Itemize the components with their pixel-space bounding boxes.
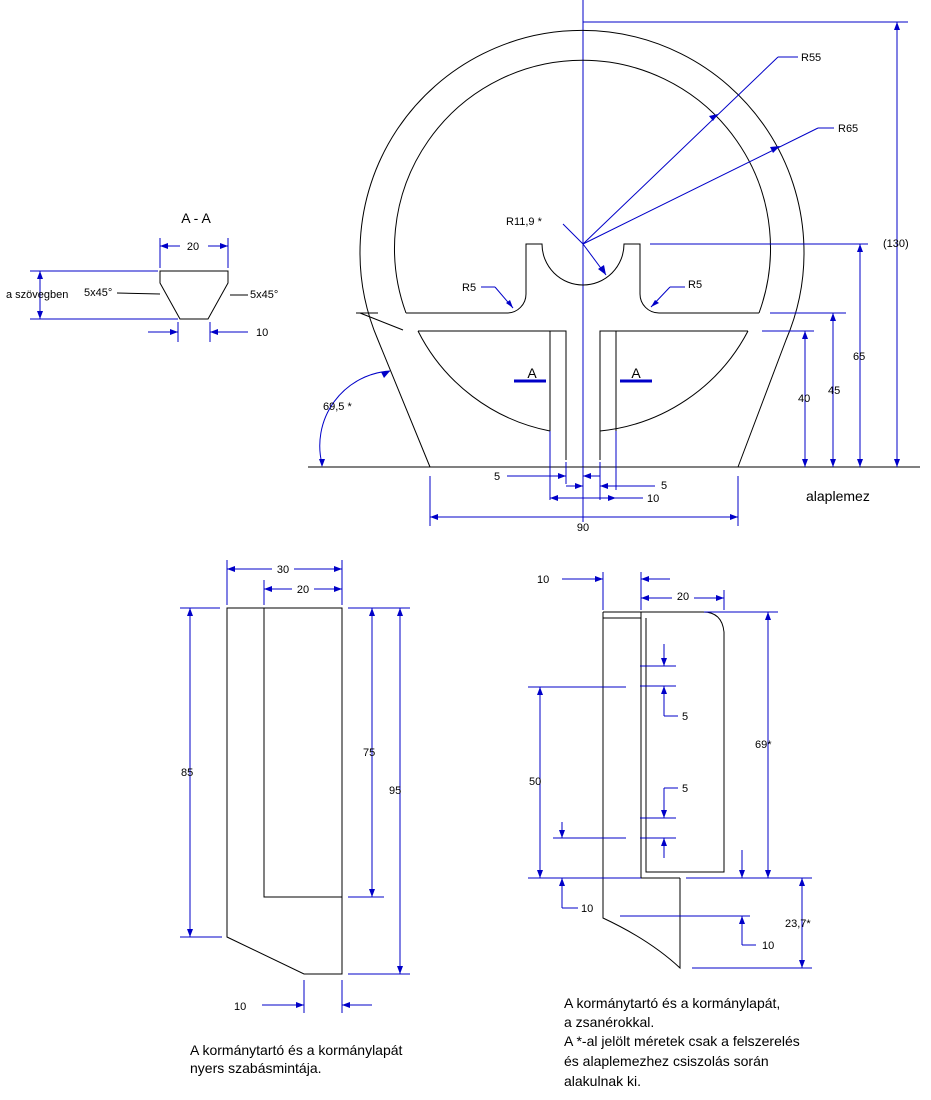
assembly-caption-line3: A *-al jelölt méretek csak a felszerelés — [564, 1033, 800, 1049]
radius-r5-left-label: R5 — [462, 282, 476, 294]
assembly-top-10-label: 10 — [537, 574, 549, 586]
section-title: A - A — [181, 210, 211, 226]
section-width-label: 20 — [187, 241, 199, 253]
dim-5-left-label: 5 — [494, 471, 500, 483]
blank-width-20-label: 20 — [297, 584, 309, 596]
section-mark-right: A — [631, 365, 641, 381]
dim-90-label: 90 — [577, 522, 589, 534]
angle-label: 69,5 * — [323, 401, 352, 413]
height-130-label: (130) — [883, 238, 909, 250]
assembly-caption-line4: és alaplemezhez csiszolás során — [564, 1053, 769, 1069]
blank-width-30-label: 30 — [277, 564, 289, 576]
base-plate-view: A A R55 R65 R11,9 * R5 R5 (130) — [308, 0, 920, 534]
blank-bottom-10-label: 10 — [234, 1001, 246, 1013]
outer-contour — [359, 30, 805, 468]
dim-5-right-label: 5 — [661, 480, 667, 492]
section-view-a-a: A - A 20 5x45° 5x45° a szövegben 10 — [6, 210, 278, 342]
assembly-height-23-label: 23,7* — [785, 918, 811, 930]
base-plate-name: alaplemez — [806, 488, 870, 504]
assembly-bottom-10b-label: 10 — [762, 940, 774, 952]
dim-10-label: 10 — [647, 493, 659, 505]
section-left-chamfer-label: 5x45° — [84, 287, 112, 299]
height-65-label: 65 — [853, 351, 865, 363]
height-45-label: 45 — [828, 385, 840, 397]
assembly-bottom-10a-label: 10 — [581, 903, 593, 915]
assembly-caption-line1: A kormánytartó és a kormánylapát, — [564, 995, 780, 1011]
assembly-caption-line5: alakulnak ki. — [564, 1073, 641, 1089]
assembly-view: 10 20 5 5 69* 50 — [528, 572, 812, 1089]
blank-outline — [226, 607, 343, 975]
radius-r11-label: R11,9 * — [506, 216, 543, 228]
height-40-label: 40 — [798, 393, 810, 405]
assembly-height-69-label: 69* — [755, 739, 772, 751]
assembly-dim-5a-label: 5 — [682, 711, 688, 723]
section-right-chamfer-label: 5x45° — [250, 289, 278, 301]
inner-circle — [394, 59, 771, 314]
blank-pattern-view: 30 20 85 75 95 10 A kormán — [180, 560, 410, 1076]
blank-height-85-label: 85 — [181, 767, 193, 779]
assembly-top-20-label: 20 — [677, 591, 689, 603]
assembly-caption-line2: a zsanérokkal. — [564, 1014, 654, 1030]
blank-height-75-label: 75 — [363, 747, 375, 759]
arm-cutout — [406, 243, 759, 314]
assembly-dim-5b-label: 5 — [682, 783, 688, 795]
radius-r5-right-label: R5 — [688, 279, 702, 291]
blank-caption-line2: nyers szabásmintája. — [190, 1060, 322, 1076]
radius-r65-label: R65 — [838, 123, 858, 135]
section-profile — [159, 270, 229, 320]
assembly-height-50-label: 50 — [529, 776, 541, 788]
blank-caption-line1: A kormánytartó és a kormánylapát — [190, 1042, 403, 1058]
radius-r55-label: R55 — [801, 52, 821, 64]
holder-outline — [602, 612, 681, 970]
section-height-label: a szövegben — [6, 289, 68, 301]
blade-outline — [641, 611, 725, 873]
blank-height-95-label: 95 — [389, 785, 401, 797]
section-mark-left: A — [527, 365, 537, 381]
section-bottom-label: 10 — [256, 327, 268, 339]
